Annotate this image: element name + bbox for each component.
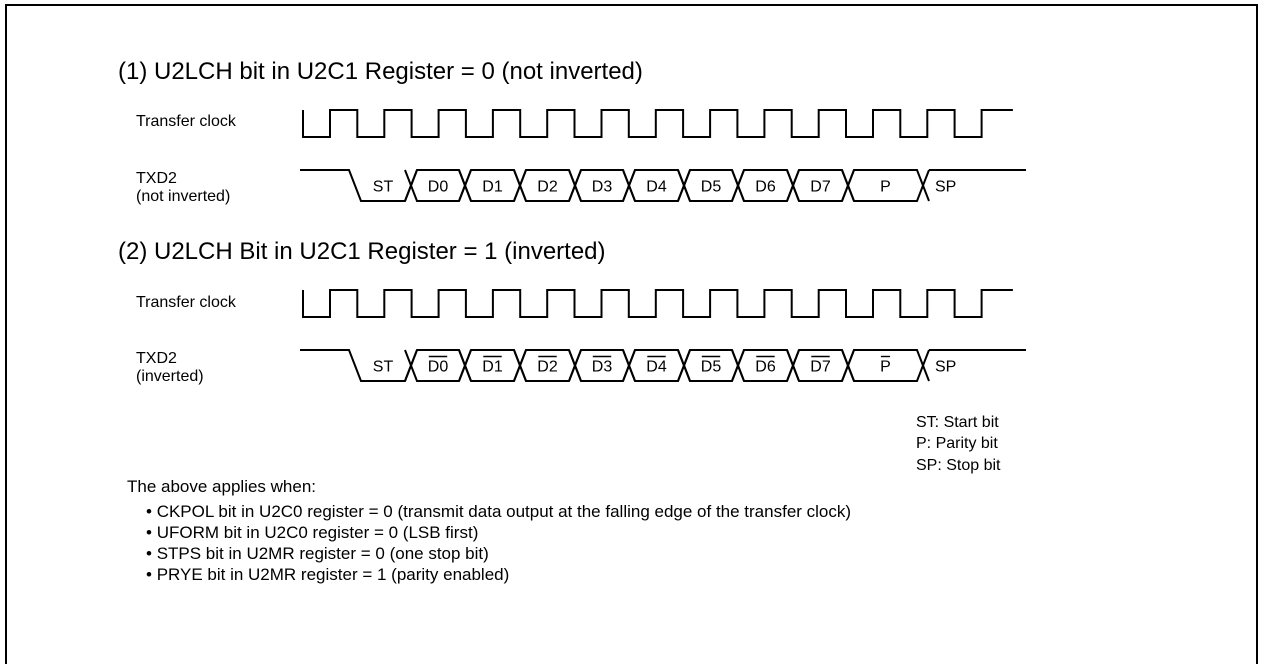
section1-data-bit-label: D5 (701, 179, 722, 196)
section1-data-label-line1: TXD2 (136, 170, 177, 187)
section2-data-bit-label: D1 (482, 359, 503, 376)
section2-data-label-line1: TXD2 (136, 350, 177, 367)
condition-ckpol: CKPOL bit in U2C0 register = 0 (transmit… (156, 502, 852, 521)
section1-data-bit-label: D6 (755, 179, 776, 196)
section1-heading: (1) U2LCH bit in U2C1 Register = 0 (not … (118, 58, 643, 85)
conditions-intro: The above applies when: (127, 477, 317, 496)
section1-data-bit-label: SP (935, 179, 956, 196)
condition-item: • PRYE bit in U2MR register = 1 (parity … (146, 565, 510, 584)
legend-stop-bit: SP: Stop bit (916, 457, 1001, 474)
section2-data-bit-label: ST (373, 359, 394, 376)
section1-data-bit-label: D2 (537, 179, 558, 196)
legend-parity-bit: P: Parity bit (916, 435, 998, 452)
section1-data-bit-label: P (880, 179, 891, 196)
legend-start-bit: ST: Start bit (916, 414, 999, 431)
section1-data-bit-label: D4 (646, 179, 667, 196)
section2-data-bit-label: D7 (810, 359, 831, 376)
section1-clock-waveform (302, 109, 1013, 138)
section2-clock-waveform (302, 289, 1013, 318)
condition-stps: STPS bit in U2MR register = 0 (one stop … (156, 544, 489, 563)
section1-data-label-line2: (not inverted) (136, 188, 231, 205)
section1-data-start-edge (300, 169, 418, 202)
section1-data-bit-bottom-9 (841, 169, 930, 202)
section2-data-bit-label: D6 (755, 359, 776, 376)
section2-data-bit-label: D5 (701, 359, 722, 376)
section1-data-bit-label: D7 (810, 179, 831, 196)
condition-prye: PRYE bit in U2MR register = 1 (parity en… (156, 565, 510, 584)
section2-data-bit-label: D0 (428, 359, 449, 376)
section1-data-bit-label: D3 (592, 179, 613, 196)
section1-data-bit-label: ST (373, 179, 394, 196)
section1-data-bit-label: D0 (428, 179, 449, 196)
section2-data-bit-bottom-9 (841, 349, 930, 382)
condition-uform: UFORM bit in U2C0 register = 0 (LSB firs… (156, 523, 479, 542)
section2-heading: (2) U2LCH Bit in U2C1 Register = 1 (inve… (118, 238, 606, 265)
section2-data-label-line2: (inverted) (136, 368, 204, 385)
section1-clock-label: Transfer clock (136, 113, 236, 130)
condition-item: • CKPOL bit in U2C0 register = 0 (transm… (146, 502, 852, 521)
section2-clock-label: Transfer clock (136, 294, 236, 311)
condition-item: • STPS bit in U2MR register = 0 (one sto… (146, 544, 489, 563)
figure-frame (5, 4, 1258, 664)
section2-data-bit-label: SP (935, 359, 956, 376)
section2-data-bit-label: D3 (592, 359, 613, 376)
section2-data-bit-label: D2 (537, 359, 558, 376)
section2-data-start-edge (300, 349, 418, 382)
condition-item: • UFORM bit in U2C0 register = 0 (LSB fi… (146, 523, 479, 542)
section2-data-bit-label: D4 (646, 359, 667, 376)
section2-data-bit-label: P (880, 359, 891, 376)
section1-data-bit-label: D1 (482, 179, 503, 196)
